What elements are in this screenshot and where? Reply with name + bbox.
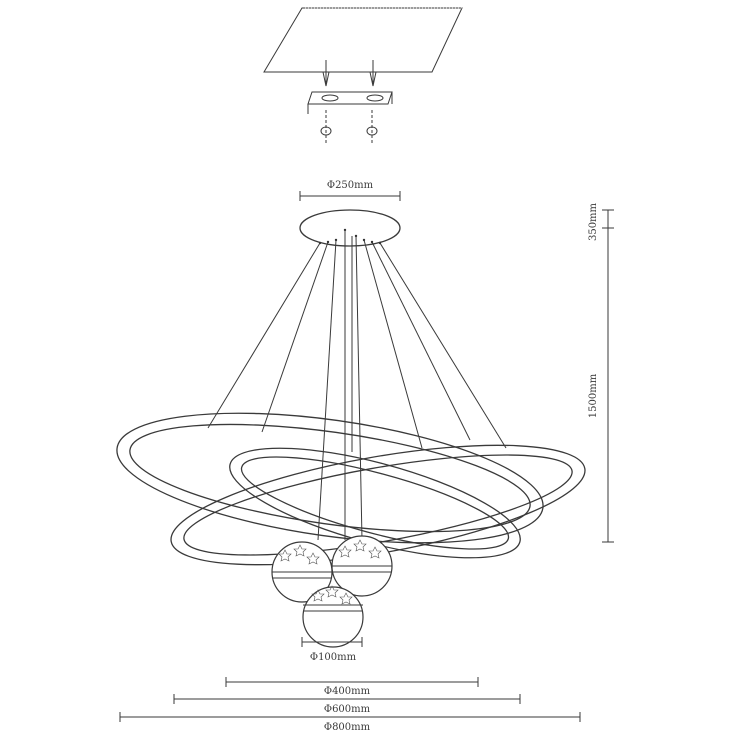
canopy xyxy=(299,209,401,247)
globe-right xyxy=(331,535,393,597)
ring-medium-dimension: Φ600mm xyxy=(173,694,521,715)
globe-dimension: Φ100mm xyxy=(301,637,363,663)
drop-canopy-label: 350mm xyxy=(588,202,599,241)
globe-bottom xyxy=(302,585,364,648)
mounting-bracket xyxy=(307,91,393,114)
globe-left xyxy=(271,541,333,603)
canopy-diameter-label: Φ250mm xyxy=(327,180,374,191)
globe-diameter-label: Φ100mm xyxy=(310,652,357,663)
drop-total-label: 1500mm xyxy=(588,373,599,418)
ring-large xyxy=(116,412,544,544)
ring-large-dimension: Φ800mm xyxy=(119,712,581,733)
ceiling-plate xyxy=(263,7,463,73)
vertical-dimension: 350mm 1500mm xyxy=(588,202,614,543)
ring-medium-label: Φ600mm xyxy=(324,704,371,715)
ring-small-dimension: Φ400mm xyxy=(225,677,479,697)
mounting-screws xyxy=(322,60,377,87)
ring-small-label: Φ400mm xyxy=(324,686,371,697)
anchor-bolts xyxy=(320,110,378,145)
canopy-dimension: Φ250mm xyxy=(299,180,401,201)
ring-large-label: Φ800mm xyxy=(324,722,371,733)
suspension-cables xyxy=(207,230,507,541)
